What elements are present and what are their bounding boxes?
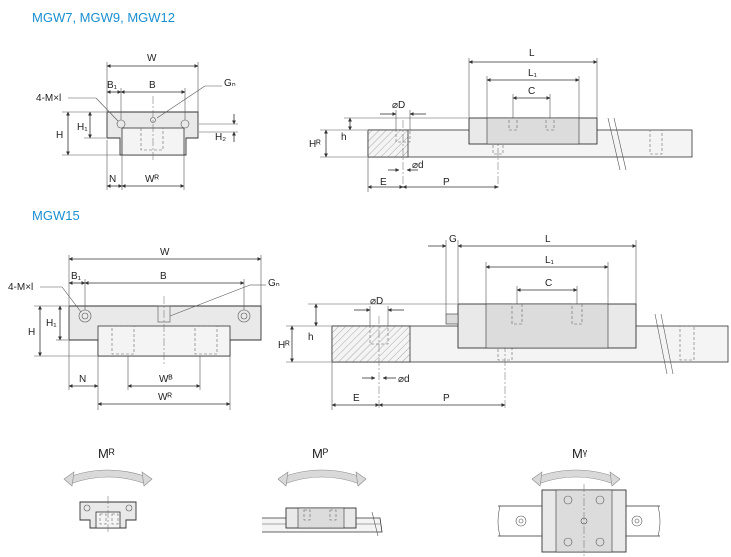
- mid-front-H1: H₁: [46, 318, 57, 329]
- mid-side-h: h: [308, 332, 314, 343]
- top-side-P: P: [443, 177, 450, 188]
- top-side-D: ⌀D: [392, 100, 405, 111]
- top-front-GN: Gₙ: [224, 78, 236, 89]
- mid-side-D: ⌀D: [370, 296, 383, 307]
- mid-front-B: B: [160, 271, 167, 282]
- top-front-H: H: [56, 130, 63, 141]
- mid-front-view: W B₁ B Gₙ 4-M×l H H₁ N Wᴮ Wᴿ: [8, 247, 280, 410]
- moment-MR-diagram: Mᴿ: [63, 446, 153, 534]
- mid-front-H: H: [28, 327, 35, 338]
- section-title-mgw15: MGW15: [32, 208, 80, 223]
- top-front-view: W B₁ B Gₙ 4-M×l H H₁ H₂ N: [36, 53, 238, 190]
- top-side-h: h: [341, 132, 347, 143]
- section-title-mgw7-9-12: MGW7, MGW9, MGW12: [32, 10, 175, 25]
- moment-MP-diagram: Mᴾ: [262, 446, 383, 537]
- top-front-N: N: [109, 174, 116, 185]
- top-front-B1: B₁: [107, 80, 118, 91]
- mid-side-C: C: [545, 278, 552, 289]
- mid-front-W: W: [160, 247, 170, 258]
- top-front-H2: H₂: [215, 132, 226, 143]
- top-front-H1: H₁: [77, 122, 88, 133]
- moment-MP-label: Mᴾ: [312, 446, 329, 461]
- moment-MR-label: Mᴿ: [98, 446, 115, 461]
- top-side-L1: L₁: [528, 68, 538, 79]
- top-side-L: L: [529, 48, 535, 59]
- mid-side-G: G: [449, 234, 457, 245]
- mid-side-E: E: [353, 393, 360, 404]
- moment-MY-label: Mᵞ: [572, 446, 588, 461]
- top-front-B: B: [149, 80, 156, 91]
- mid-side-d: ⌀d: [398, 374, 410, 385]
- mid-front-MxL: 4-M×l: [8, 282, 33, 293]
- top-front-WR: Wᴿ: [145, 174, 159, 185]
- mid-side-HR: Hᴿ: [278, 340, 290, 351]
- top-front-MxL: 4-M×l: [36, 93, 61, 104]
- mid-front-WR: Wᴿ: [158, 392, 172, 403]
- mid-side-P: P: [443, 393, 450, 404]
- top-side-d: ⌀d: [412, 160, 424, 171]
- top-side-C: C: [528, 86, 535, 97]
- mid-front-N: N: [79, 374, 86, 385]
- mid-side-view: G L L₁ C ⌀D Hᴿ h ⌀d E: [278, 234, 729, 410]
- mid-front-B1: B₁: [71, 271, 82, 282]
- mid-front-GN: Gₙ: [268, 278, 280, 289]
- mid-side-L: L: [545, 234, 551, 245]
- mid-front-WB: Wᴮ: [159, 374, 173, 385]
- top-side-E: E: [380, 177, 387, 188]
- top-side-HR: Hᴿ: [309, 139, 321, 150]
- moment-MY-diagram: Mᵞ: [497, 446, 661, 556]
- top-side-view: L L₁ C ⌀D Hᴿ h ⌀d E P: [309, 48, 693, 192]
- mid-side-L1: L₁: [545, 255, 555, 266]
- top-front-W: W: [147, 53, 157, 64]
